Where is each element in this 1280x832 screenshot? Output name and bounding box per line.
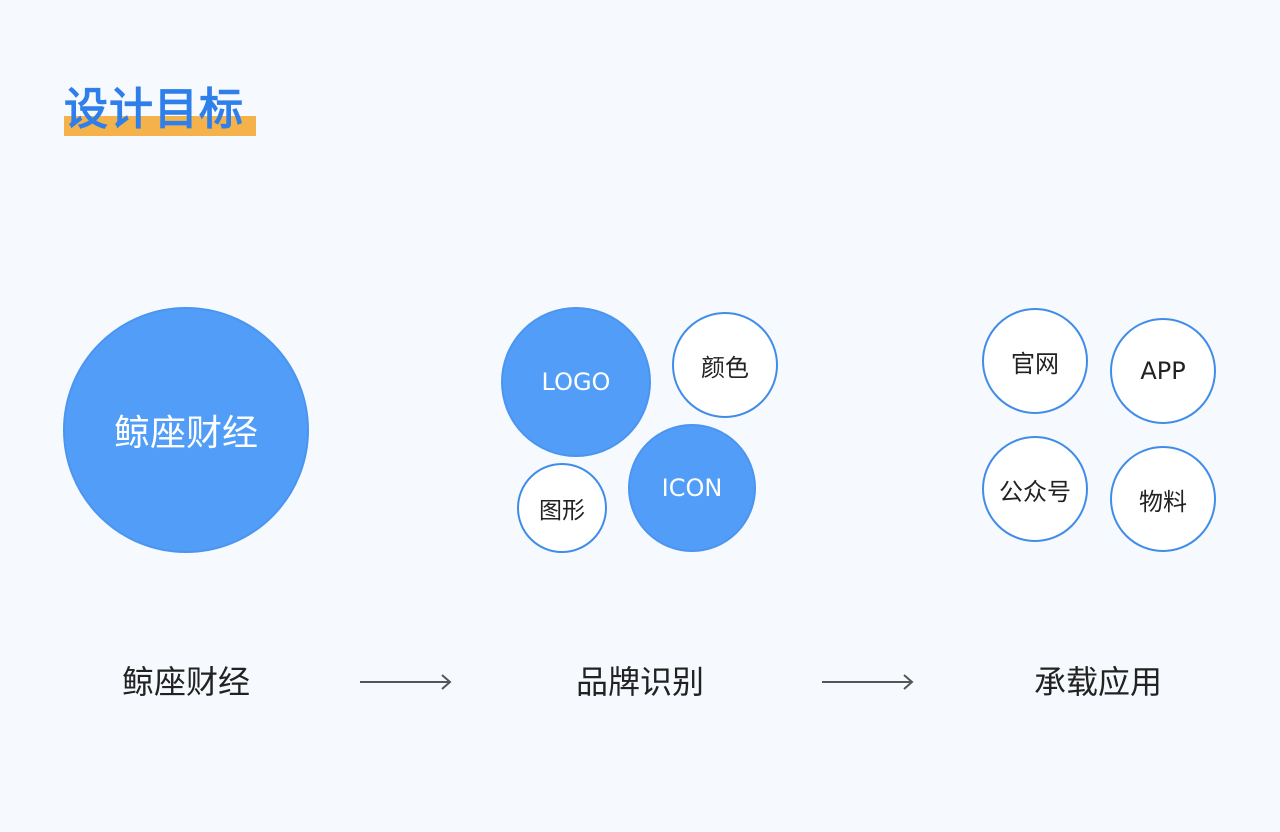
brand-circle-label: 鲸座财经	[113, 413, 258, 454]
material-circle: 物料	[1110, 446, 1216, 552]
title-highlight-bar	[64, 116, 256, 136]
arrow-right-icon	[360, 674, 452, 690]
icon-circle-label: ICON	[661, 474, 723, 502]
page-title: 设计目标	[64, 84, 244, 135]
logo-circle-label: LOGO	[541, 368, 611, 396]
shape-circle: 图形	[517, 463, 607, 553]
app-circle: APP	[1110, 318, 1216, 424]
shape-circle-label: 图形	[539, 498, 585, 524]
stage-1-caption: 鲸座财经	[121, 663, 250, 701]
website-circle: 官网	[982, 308, 1088, 414]
color-circle-label: 颜色	[701, 353, 749, 382]
icon-circle: ICON	[628, 424, 756, 552]
app-circle-label: APP	[1140, 357, 1186, 385]
color-circle: 颜色	[672, 312, 778, 418]
wechat-circle-label: 公众号	[999, 477, 1071, 506]
arrow-right-icon	[822, 674, 914, 690]
material-circle-label: 物料	[1139, 487, 1187, 516]
page-title-block: 设计目标	[64, 84, 264, 140]
wechat-circle: 公众号	[982, 436, 1088, 542]
brand-circle: 鲸座财经	[63, 307, 309, 553]
stage-3-caption: 承载应用	[1033, 663, 1162, 701]
website-circle-label: 官网	[1011, 349, 1059, 378]
stage-2-caption: 品牌识别	[575, 663, 704, 701]
logo-circle: LOGO	[501, 307, 651, 457]
